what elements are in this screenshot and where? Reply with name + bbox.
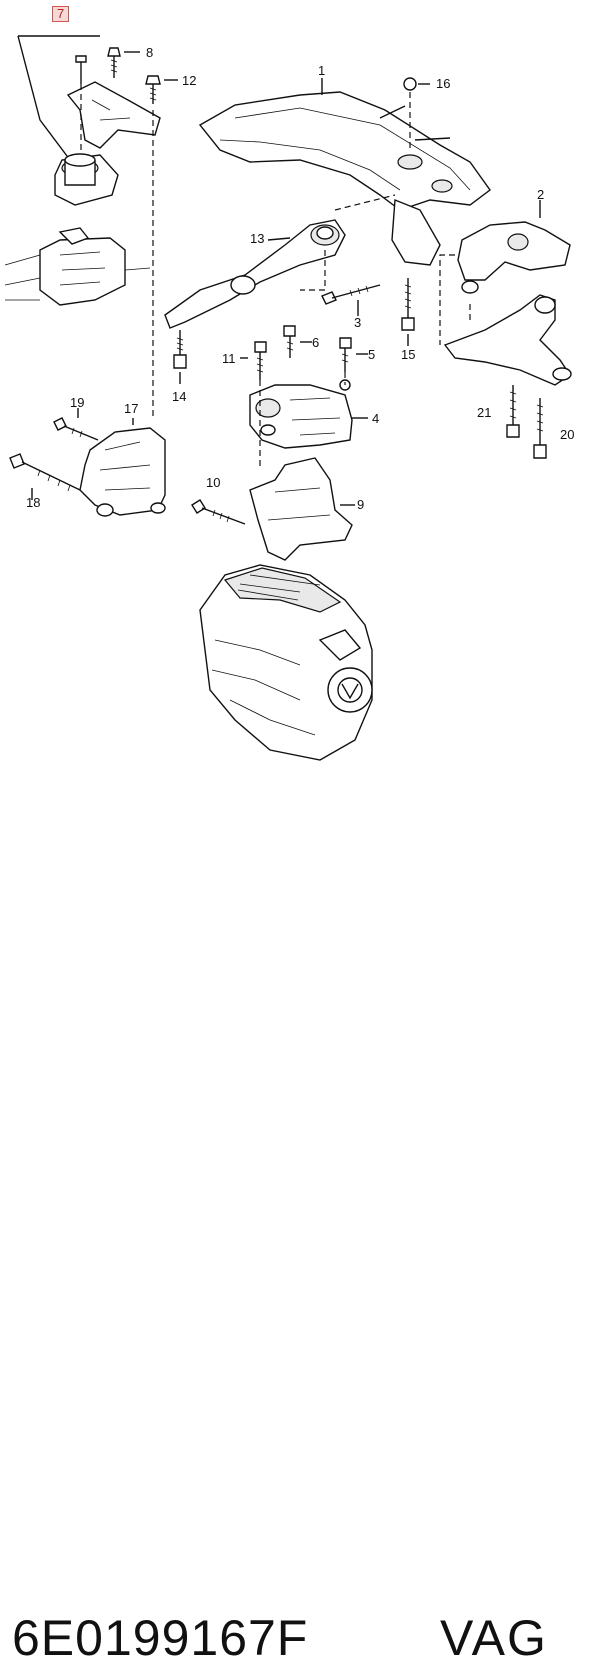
exploded-parts-diagram: 7 8 12 1 16 2 13 3 15 11 6 5 14 19 17 4 …	[0, 0, 600, 790]
control-arm	[443, 294, 572, 386]
bolt-part-8	[107, 47, 140, 78]
callout-12: 12	[182, 73, 197, 88]
bracket-part-4	[249, 379, 368, 449]
callout-18: 18	[26, 495, 41, 510]
body-fragment-left	[4, 227, 151, 306]
diagram-drawing	[4, 35, 572, 761]
callout-19: 19	[70, 395, 85, 410]
bolt-part-20	[533, 398, 547, 459]
callout-10: 10	[206, 475, 221, 490]
bolt-part-6	[283, 325, 312, 358]
bolt-part-19	[53, 408, 99, 441]
callout-7: 7	[52, 6, 70, 22]
bolt-part-14	[173, 330, 187, 384]
callout-11: 11	[222, 351, 236, 366]
subframe-part-1	[198, 77, 491, 266]
wheel-hub-part-2	[439, 200, 571, 345]
bolt-part-18	[9, 453, 81, 500]
callout-20: 20	[560, 427, 575, 442]
bolt-part-3	[321, 284, 381, 316]
callout-14: 14	[172, 389, 187, 404]
bolt-under-7	[75, 55, 87, 150]
engine-mount-part-7	[17, 35, 161, 206]
gearbox-assembly	[199, 564, 373, 761]
callout-1: 1	[318, 63, 326, 78]
callout-3: 3	[354, 315, 362, 330]
callout-5: 5	[368, 347, 376, 362]
callout-16: 16	[436, 76, 451, 91]
callout-13: 13	[250, 231, 265, 246]
callout-21: 21	[477, 405, 492, 420]
callout-15: 15	[401, 347, 416, 362]
callout-6: 6	[312, 335, 320, 350]
footer: 6E0199167F VAG	[0, 800, 600, 1666]
part-number: 6E0199167F	[12, 1610, 309, 1666]
callout-17: 17	[124, 401, 139, 416]
callout-8: 8	[146, 45, 154, 60]
callout-4: 4	[372, 411, 380, 426]
callout-9: 9	[357, 497, 365, 512]
bracket-part-9	[249, 457, 355, 561]
callout-2: 2	[537, 187, 545, 202]
bolt-part-11	[240, 341, 267, 470]
bracket-part-17	[79, 418, 166, 517]
bolt-part-12	[145, 75, 178, 420]
brand-name: VAG	[440, 1610, 548, 1666]
bolt-part-21	[506, 385, 520, 438]
bolt-part-10	[191, 499, 246, 525]
bolt-part-15	[401, 278, 415, 346]
bolt-part-5	[339, 337, 368, 385]
torque-link-part-13	[164, 194, 396, 329]
